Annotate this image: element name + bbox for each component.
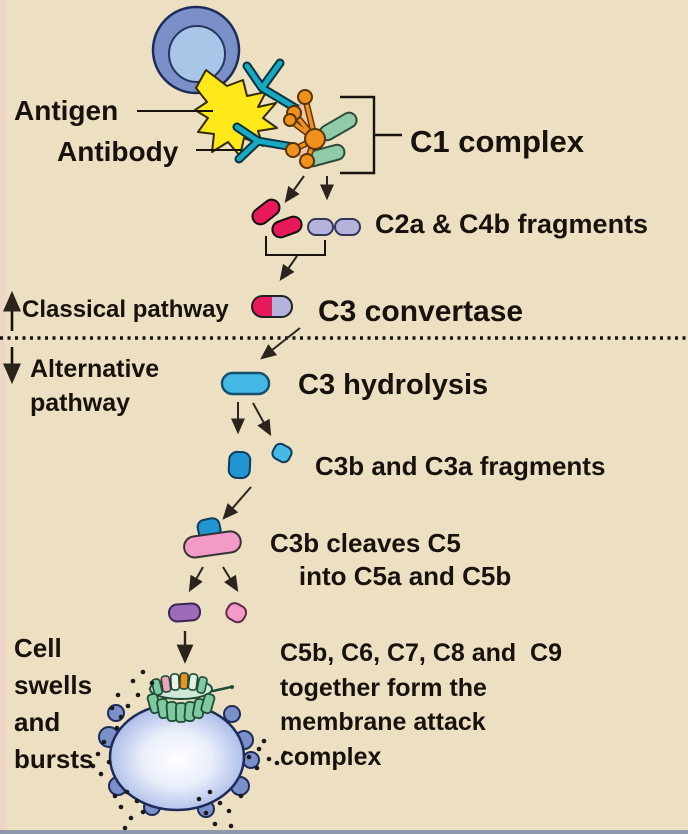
c3-convertase-label: C3 convertase <box>318 295 524 328</box>
c3-hydrolysis-label: C3 hydrolysis <box>298 369 489 401</box>
flow-arrow <box>222 566 239 593</box>
membrane-attack-complex-icon <box>146 672 234 723</box>
scan-edge-left <box>0 0 5 834</box>
target-cell-icon <box>151 5 241 95</box>
c3b-c3a-fragments-label: C3b and C3a fragments <box>315 451 606 481</box>
c3b-c5-complex-icon <box>183 517 242 559</box>
antibodies-icon <box>232 58 302 164</box>
cell-swells-bursts-label: Cell swells and bursts <box>14 633 94 774</box>
c3b-fragment-icon <box>227 450 252 480</box>
c5a-fragment-icon <box>225 602 248 624</box>
alternative-pathway-label: Alternative pathway <box>30 355 160 417</box>
flow-arrow <box>284 175 305 203</box>
flow-arrow <box>222 486 252 520</box>
c3-hydrolysis-icon <box>220 371 271 396</box>
c2a-fragments-icon <box>251 198 303 239</box>
antibody-label: Antibody <box>57 136 179 167</box>
c1-complex-label: C1 complex <box>410 124 585 159</box>
c3b-cleaves-c5-label: C3b cleaves C5 into C5a and C5b <box>270 528 512 591</box>
flow-arrow <box>188 566 204 593</box>
c5b-fragment-icon <box>168 602 202 623</box>
c4b-fragments-icon <box>307 218 361 236</box>
c1-bracket <box>340 95 402 175</box>
flow-arrow <box>279 255 298 281</box>
leaked-contents-dots <box>90 669 288 831</box>
antigen-label: Antigen <box>14 95 119 126</box>
membrane-attack-complex-label: C5b, C6, C7, C8 and C9 together form the… <box>280 639 563 771</box>
flow-arrow <box>260 327 301 360</box>
fragments-bracket <box>265 236 326 256</box>
lysed-cell-icon <box>98 702 260 818</box>
c2a-c4b-fragments-label: C2a & C4b fragments <box>375 209 649 239</box>
classical-pathway-label: Classical pathway <box>22 296 229 323</box>
flow-arrow <box>252 402 272 437</box>
scan-edge-bottom <box>0 830 688 834</box>
c1q-complex-icon <box>283 89 358 169</box>
c3a-fragment-icon <box>271 442 293 464</box>
c3-convertase-icon <box>251 295 293 318</box>
